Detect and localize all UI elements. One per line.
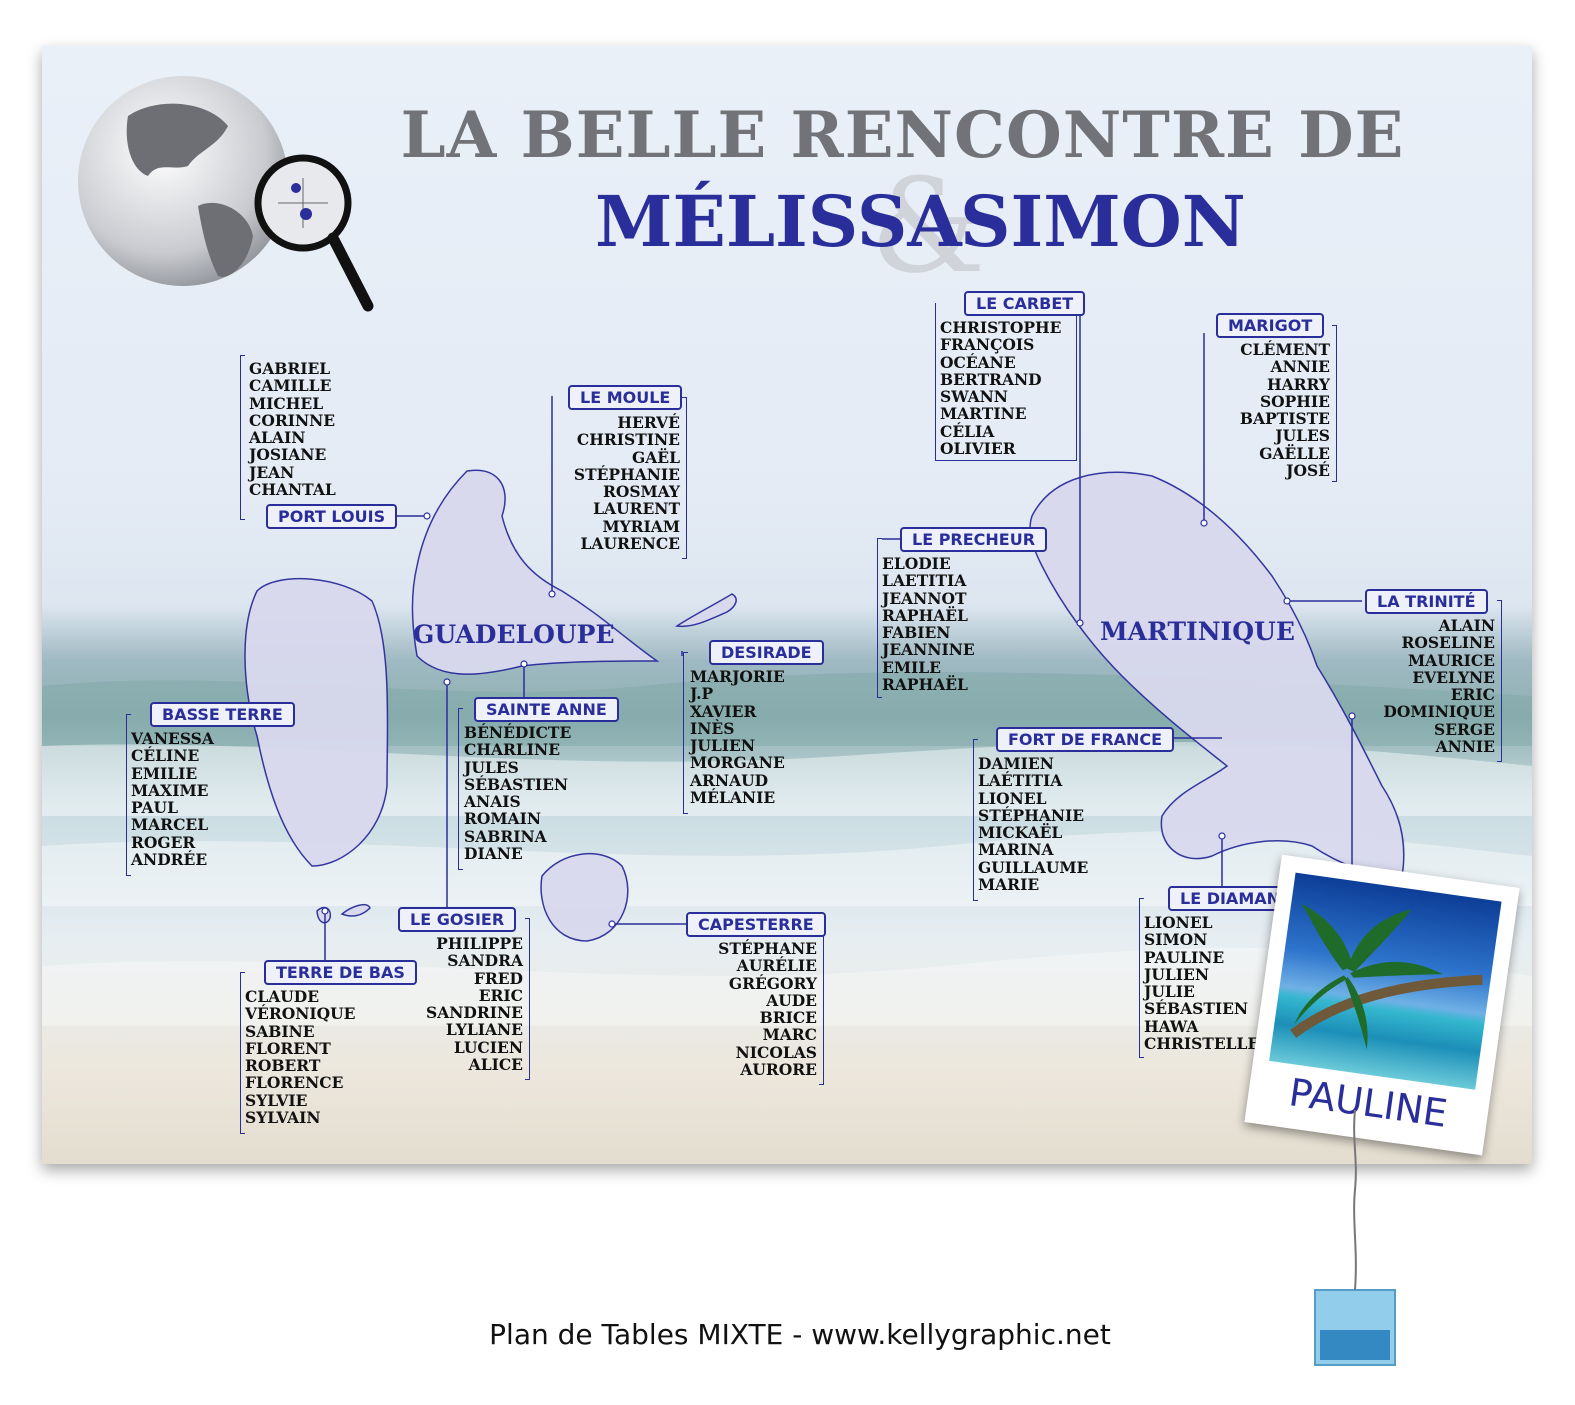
island-martinique: MARTINIQUE — [1100, 617, 1295, 646]
ampersand: & — [870, 150, 986, 302]
page-title: LA BELLE RENCONTRE DE — [400, 98, 1405, 173]
place-card-polaroid: PAULINE — [1244, 854, 1520, 1156]
table-label-desirade: DESIRADE — [709, 640, 824, 665]
globe-icon — [78, 76, 374, 312]
table-label-le-moule: LE MOULE — [568, 385, 683, 410]
palm-tree-photo — [1269, 872, 1502, 1090]
footer-credit: Plan de Tables MIXTE - www.kellygraphic.… — [489, 1318, 1111, 1351]
table-label-marigot: MARIGOT — [1216, 313, 1325, 338]
table-label-le-gosier: LE GOSIER — [398, 907, 517, 932]
table-label-terre-de-bas: TERRE DE BAS — [264, 960, 417, 985]
card-holder — [1314, 1109, 1396, 1366]
bride-name: MÉLISSA — [595, 180, 962, 263]
table-label-fort-de-france: FORT DE FRANCE — [996, 727, 1175, 752]
martinique-island — [1029, 471, 1405, 877]
desirade-island — [674, 593, 737, 628]
table-label-le-carbet: LE CARBET — [964, 291, 1086, 316]
table-label-la-trinite: LA TRINITÉ — [1365, 589, 1488, 614]
map-shapes — [244, 469, 1405, 942]
marie-galante-island — [540, 853, 629, 942]
groom-name: SIMON — [960, 180, 1246, 263]
table-label-capesterre: CAPESTERRE — [686, 912, 826, 937]
grande-terre-island — [411, 469, 660, 675]
island-guadeloupe: GUADELOUPE — [413, 620, 615, 649]
table-label-le-precheur: LE PRECHEUR — [900, 527, 1048, 552]
table-label-sainte-anne: SAINTE ANNE — [474, 697, 619, 722]
table-label-port-louis: PORT LOUIS — [266, 504, 398, 529]
table-label-basse-terre: BASSE TERRE — [150, 702, 295, 727]
